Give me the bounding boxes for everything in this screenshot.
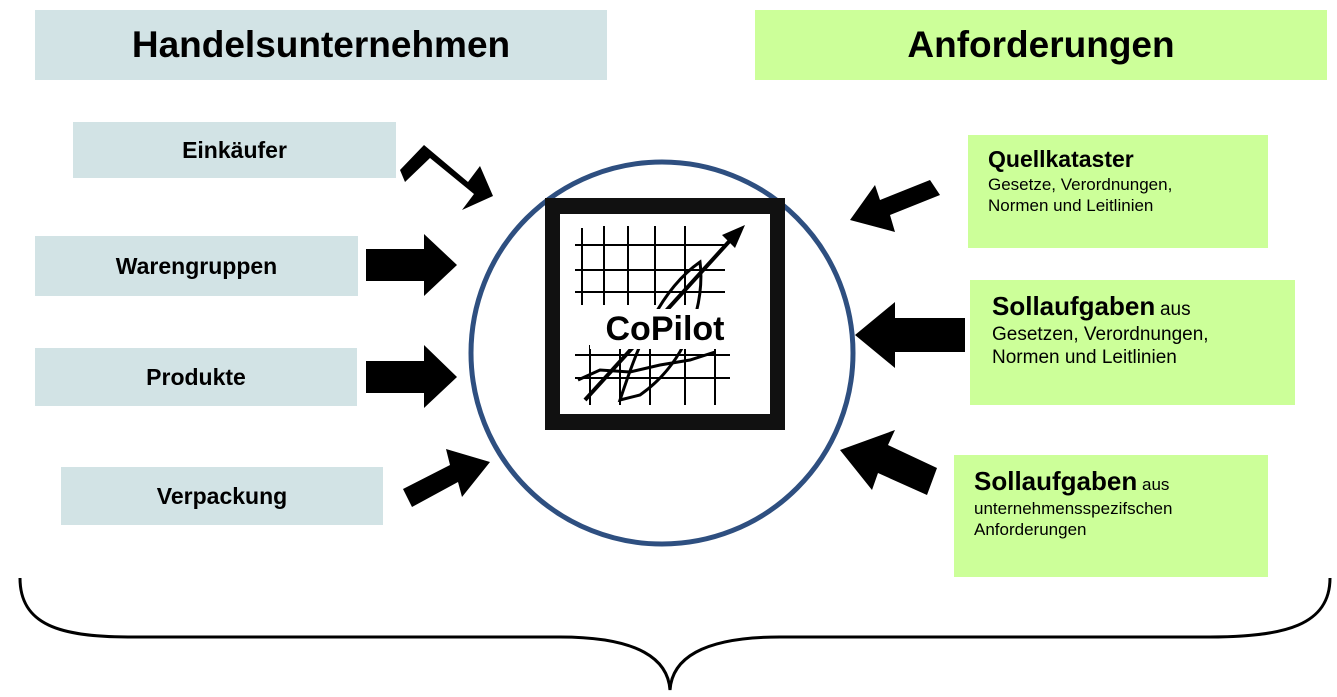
arrow-quellkataster-icon [850,180,940,232]
arrow-verpackung-icon [403,449,490,507]
arrow-warengruppen-icon [366,234,457,296]
box-quellkataster: Quellkataster Gesetze, Verordnungen, Nor… [968,135,1268,248]
box-warengruppen: Warengruppen [35,236,358,296]
box-einkaeufer: Einkäufer [73,122,396,178]
req-line: Normen und Leitlinien [988,196,1154,215]
req-line: Gesetze, Verordnungen, [988,174,1173,194]
arrow-sollaufgaben2-icon [840,430,937,495]
box-sollaufgaben-unternehmen: Sollaufgaben aus unternehmensspezifschen… [954,455,1268,577]
req-title: Quellkataster [988,146,1134,172]
req-suffix: aus [1159,299,1191,320]
req-suffix: aus [1141,475,1170,494]
bottom-brace [18,577,1332,691]
req-title: Sollaufgaben [974,466,1138,496]
header-handelsunternehmen: Handelsunternehmen [35,10,607,80]
box-sollaufgaben-gesetze: Sollaufgaben aus Gesetzen, Verordnungen,… [970,280,1295,405]
req-title: Sollaufgaben [992,291,1156,321]
req-line: Anforderungen [974,519,1087,539]
center-circle [468,159,856,547]
header-anforderungen: Anforderungen [755,10,1327,80]
arrow-produkte-icon [366,345,457,408]
req-line: unternehmensspezifschen [974,498,1173,518]
arrow-sollaufgaben1-icon [855,302,965,368]
copilot-logo-text: CoPilot [590,309,740,349]
req-line: Gesetzen, Verordnungen, [992,323,1209,345]
req-line: Normen und Leitlinien [992,347,1177,369]
box-verpackung: Verpackung [61,467,383,525]
arrow-einkaeufer-icon [400,145,493,210]
box-produkte: Produkte [35,348,357,406]
